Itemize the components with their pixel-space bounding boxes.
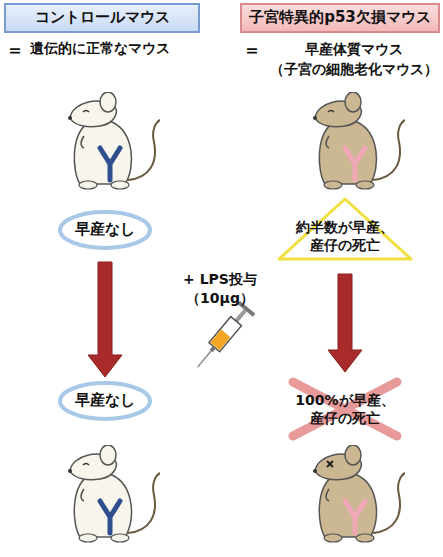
annotation-text: ＝ [6,37,30,62]
flow-arrow [328,274,362,372]
warning-triangle: 約半数が早産、 産仔の死亡 [276,196,414,262]
node-text: コントロールマウス [35,8,170,28]
annotation-text: （10μg） [165,289,275,309]
header-box: コントロールマウス [4,3,200,33]
annotation-text: + LPS投与 [165,270,275,290]
flow-arrow [88,262,122,377]
syringe-icon [190,301,255,374]
annotation-text: ＝ [243,37,267,62]
death-cross-outline [283,376,407,442]
node-text: 子宮特異的p53欠損マウス [249,8,431,28]
node-text: 100%が早産、 産仔の死亡 [290,391,400,427]
control-mouse [68,445,160,542]
annotation-text: 遺伝的に正常なマウス [30,39,230,59]
p53-mouse [313,445,405,542]
p53-mouse [313,92,405,189]
node-text: 早産なし [75,391,135,411]
control-mouse [68,92,160,189]
death-cross: 100%が早産、 産仔の死亡 [283,376,407,442]
node-text: 約半数が早産、 産仔の死亡 [289,218,401,254]
annotation-text: 早産体質マウス （子宮の細胞老化マウス） [264,40,443,79]
header-box: 子宮特異的p53欠損マウス [240,3,440,33]
outcome-circle: 早産なし [58,210,152,250]
node-text: 早産なし [75,220,135,240]
outcome-circle: 早産なし [58,381,152,421]
